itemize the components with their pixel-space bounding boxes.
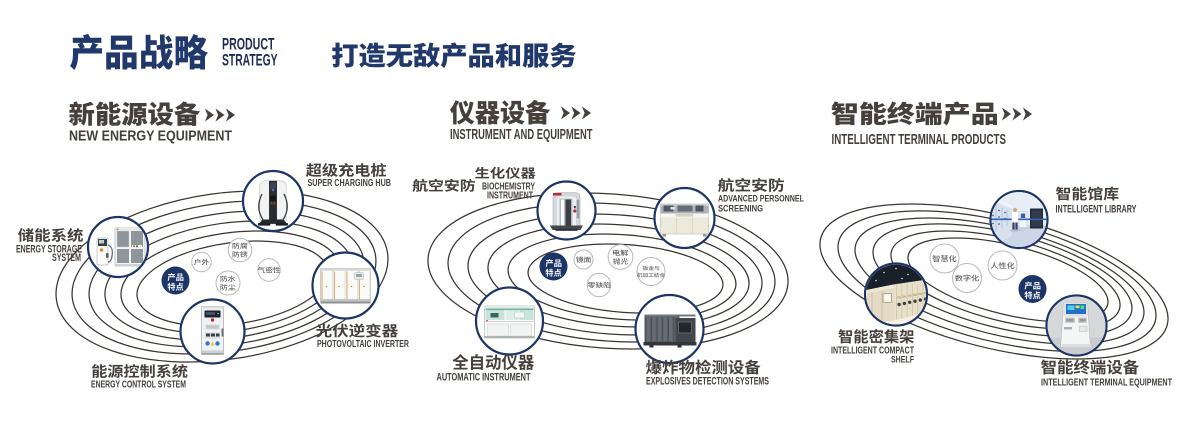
svg-text:INSTRUMENT: INSTRUMENT [487, 191, 533, 202]
svg-text:PHOTOVOLTAIC INVERTER: PHOTOVOLTAIC INVERTER [317, 339, 409, 350]
svg-text:ENERGY CONTROL SYSTEM: ENERGY CONTROL SYSTEM [91, 380, 186, 391]
svg-text:BIOCHEMISTRY: BIOCHEMISTRY [482, 182, 535, 193]
svg-text:EXPLOSIVES DETECTION SYSTEMS: EXPLOSIVES DETECTION SYSTEMS [646, 376, 769, 388]
svg-text:PRODUCT: PRODUCT [222, 36, 275, 54]
svg-text:INTELLIGENT TERMINAL PRODUCTS: INTELLIGENT TERMINAL PRODUCTS [832, 132, 1007, 148]
svg-text:INTELLIGENT COMPACT: INTELLIGENT COMPACT [831, 346, 915, 357]
svg-text:SCREENING: SCREENING [718, 204, 763, 214]
svg-text:SUPER CHARGING HUB: SUPER CHARGING HUB [308, 178, 392, 189]
svg-text:SYSTEM: SYSTEM [52, 252, 81, 264]
svg-text:SHELF: SHELF [891, 354, 914, 365]
svg-text:ENERGY STORAGE: ENERGY STORAGE [16, 244, 82, 256]
svg-text:AUTOMATIC INSTRUMENT: AUTOMATIC INSTRUMENT [437, 372, 531, 384]
svg-text:INSTRUMENT AND EQUIPMENT: INSTRUMENT AND EQUIPMENT [450, 126, 593, 143]
svg-text:INTELLIGENT TERMINAL EQUIPMENT: INTELLIGENT TERMINAL EQUIPMENT [1041, 378, 1173, 389]
svg-text:ADVANCED PERSONNEL: ADVANCED PERSONNEL [718, 194, 804, 204]
svg-text:NEW ENERGY EQUIPMENT: NEW ENERGY EQUIPMENT [69, 128, 233, 145]
svg-text:INTELLIGENT LIBRARY: INTELLIGENT LIBRARY [1056, 204, 1138, 216]
svg-text:STRATEGY: STRATEGY [222, 52, 278, 70]
